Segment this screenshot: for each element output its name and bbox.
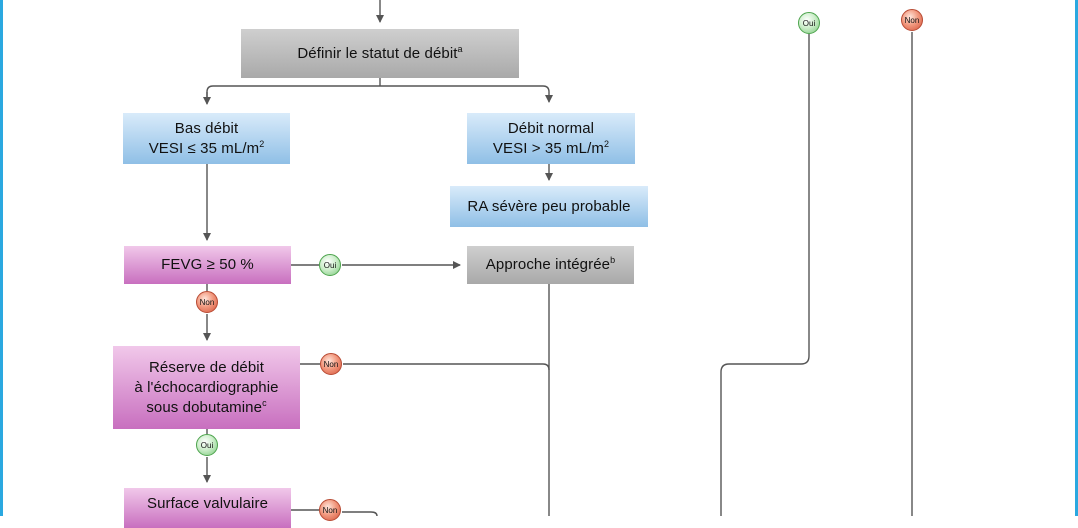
bas-debit-title: Bas débit	[174, 119, 239, 137]
surface-valvulaire-box: Surface valvulaire	[124, 488, 291, 528]
oui-badge-fevg: Oui	[319, 254, 341, 276]
surface-valvulaire-label: Surface valvulaire	[146, 495, 269, 512]
bas-debit-criterion: VESI ≤ 35 mL/m2	[148, 138, 265, 157]
reserve-debit-line1: Réserve de débit	[148, 358, 264, 376]
reserve-debit-line2: à l'échocardiographie	[134, 378, 279, 396]
approche-integree-box: Approche intégréeb	[467, 246, 634, 284]
debit-normal-box: Débit normal VESI > 35 mL/m2	[467, 113, 635, 164]
connector-lines	[203, 0, 913, 516]
non-badge-surface: Non	[319, 499, 341, 521]
fevg-label: FEVG ≥ 50 %	[161, 256, 254, 273]
debit-normal-criterion: VESI > 35 mL/m2	[492, 138, 610, 157]
debit-normal-title: Débit normal	[507, 119, 595, 137]
ra-severe-box: RA sévère peu probable	[450, 186, 648, 227]
approche-integree-label: Approche intégréeb	[485, 255, 616, 274]
non-badge-reserve: Non	[320, 353, 342, 375]
statut-debit-label: Définir le statut de débita	[297, 43, 463, 62]
non-badge-fevg: Non	[196, 291, 218, 313]
ra-severe-label: RA sévère peu probable	[467, 197, 631, 215]
oui-badge-right: Oui	[798, 12, 820, 34]
statut-debit-box: Définir le statut de débita	[241, 29, 519, 78]
oui-badge-reserve: Oui	[196, 434, 218, 456]
reserve-debit-line3: sous dobutaminec	[146, 397, 267, 416]
reserve-debit-box: Réserve de débit à l'échocardiographie s…	[113, 346, 300, 429]
fevg-box: FEVG ≥ 50 %	[124, 246, 291, 284]
bas-debit-box: Bas débit VESI ≤ 35 mL/m2	[123, 113, 290, 164]
non-badge-right: Non	[901, 9, 923, 31]
